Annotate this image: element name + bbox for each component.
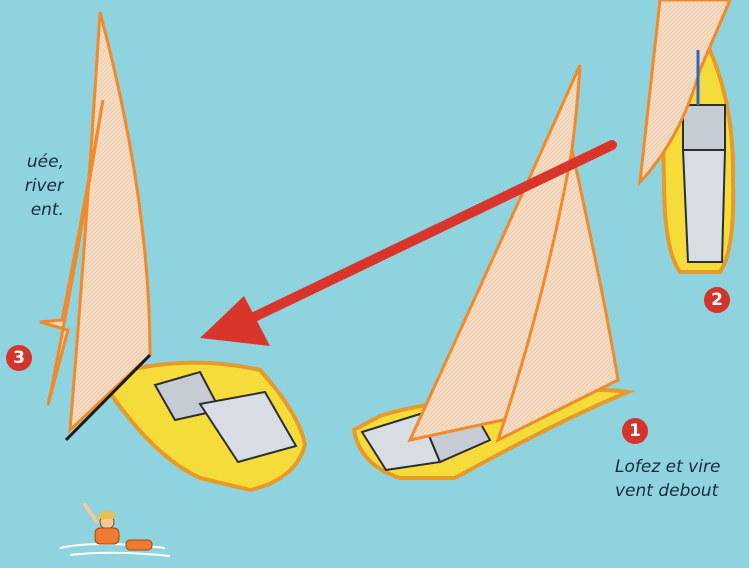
caption-left-fragment: uée, river ent. [2, 150, 64, 222]
boat-2-cockpit [683, 150, 725, 262]
caption-left-line-1: uée, [2, 150, 64, 174]
caption-right-line-1: Lofez et vire [615, 455, 720, 479]
caption-left-line-2: river [2, 174, 64, 198]
step-marker-3: 3 [6, 345, 32, 371]
caption-left-line-3: ent. [2, 198, 64, 222]
step-marker-2: 2 [704, 287, 730, 313]
step-marker-1: 1 [622, 418, 648, 444]
caption-right-fragment: Lofez et vire vent debout [615, 455, 720, 503]
caption-right-line-2: vent debout [615, 479, 720, 503]
boat-2-cabin [683, 105, 725, 150]
